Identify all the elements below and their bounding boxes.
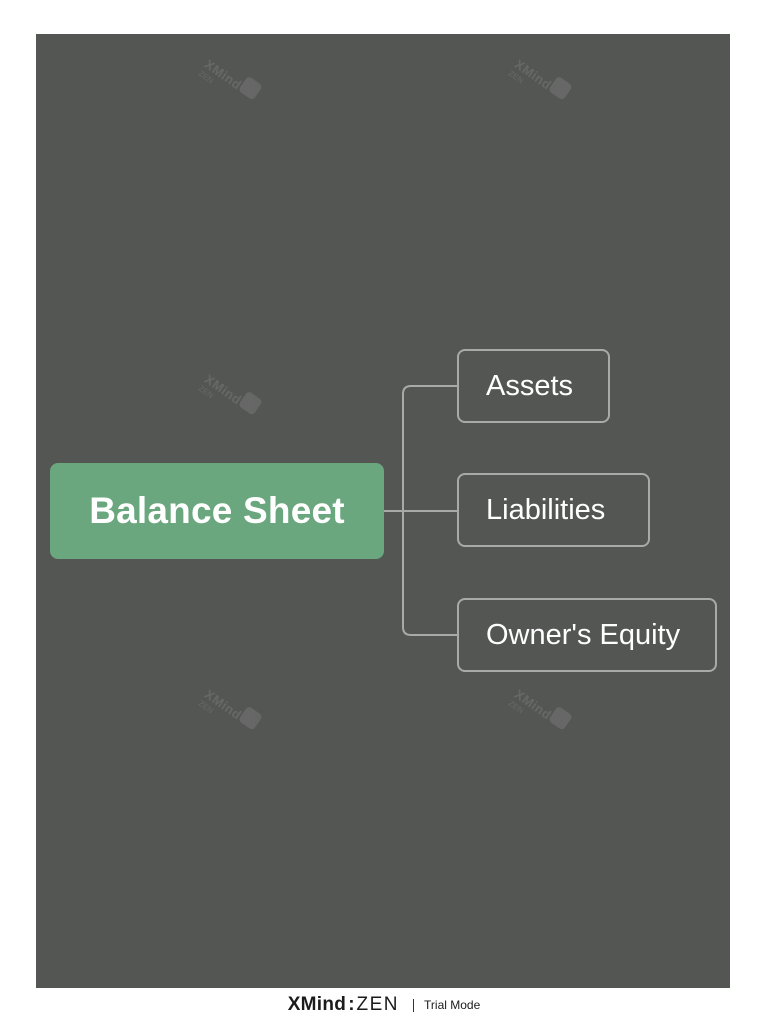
- connector-assets: [402, 385, 457, 511]
- footer-divider: [413, 998, 415, 1012]
- mind-map-canvas: XMind ZEN XMind ZEN XMind ZEN XMind ZEN …: [36, 34, 730, 988]
- brand-separator: :: [348, 994, 355, 1015]
- branch-connectors: [384, 385, 457, 636]
- brand-edition: ZEN: [356, 994, 400, 1015]
- topic-label: Liabilities: [486, 493, 606, 526]
- topic-label: Owner's Equity: [486, 618, 681, 651]
- topic-liabilities[interactable]: Liabilities: [457, 473, 650, 547]
- trial-mode-label: Trial Mode: [424, 998, 481, 1012]
- topic-owners-equity[interactable]: Owner's Equity: [457, 598, 717, 672]
- topic-label: Assets: [486, 369, 574, 402]
- central-topic-label: Balance Sheet: [89, 490, 345, 531]
- topic-assets[interactable]: Assets: [457, 349, 610, 423]
- connector-owners-equity: [402, 511, 457, 636]
- brand-name: XMind: [287, 994, 347, 1015]
- footer-branding: XMind : ZEN Trial Mode: [0, 990, 768, 1020]
- central-topic[interactable]: Balance Sheet: [50, 463, 384, 559]
